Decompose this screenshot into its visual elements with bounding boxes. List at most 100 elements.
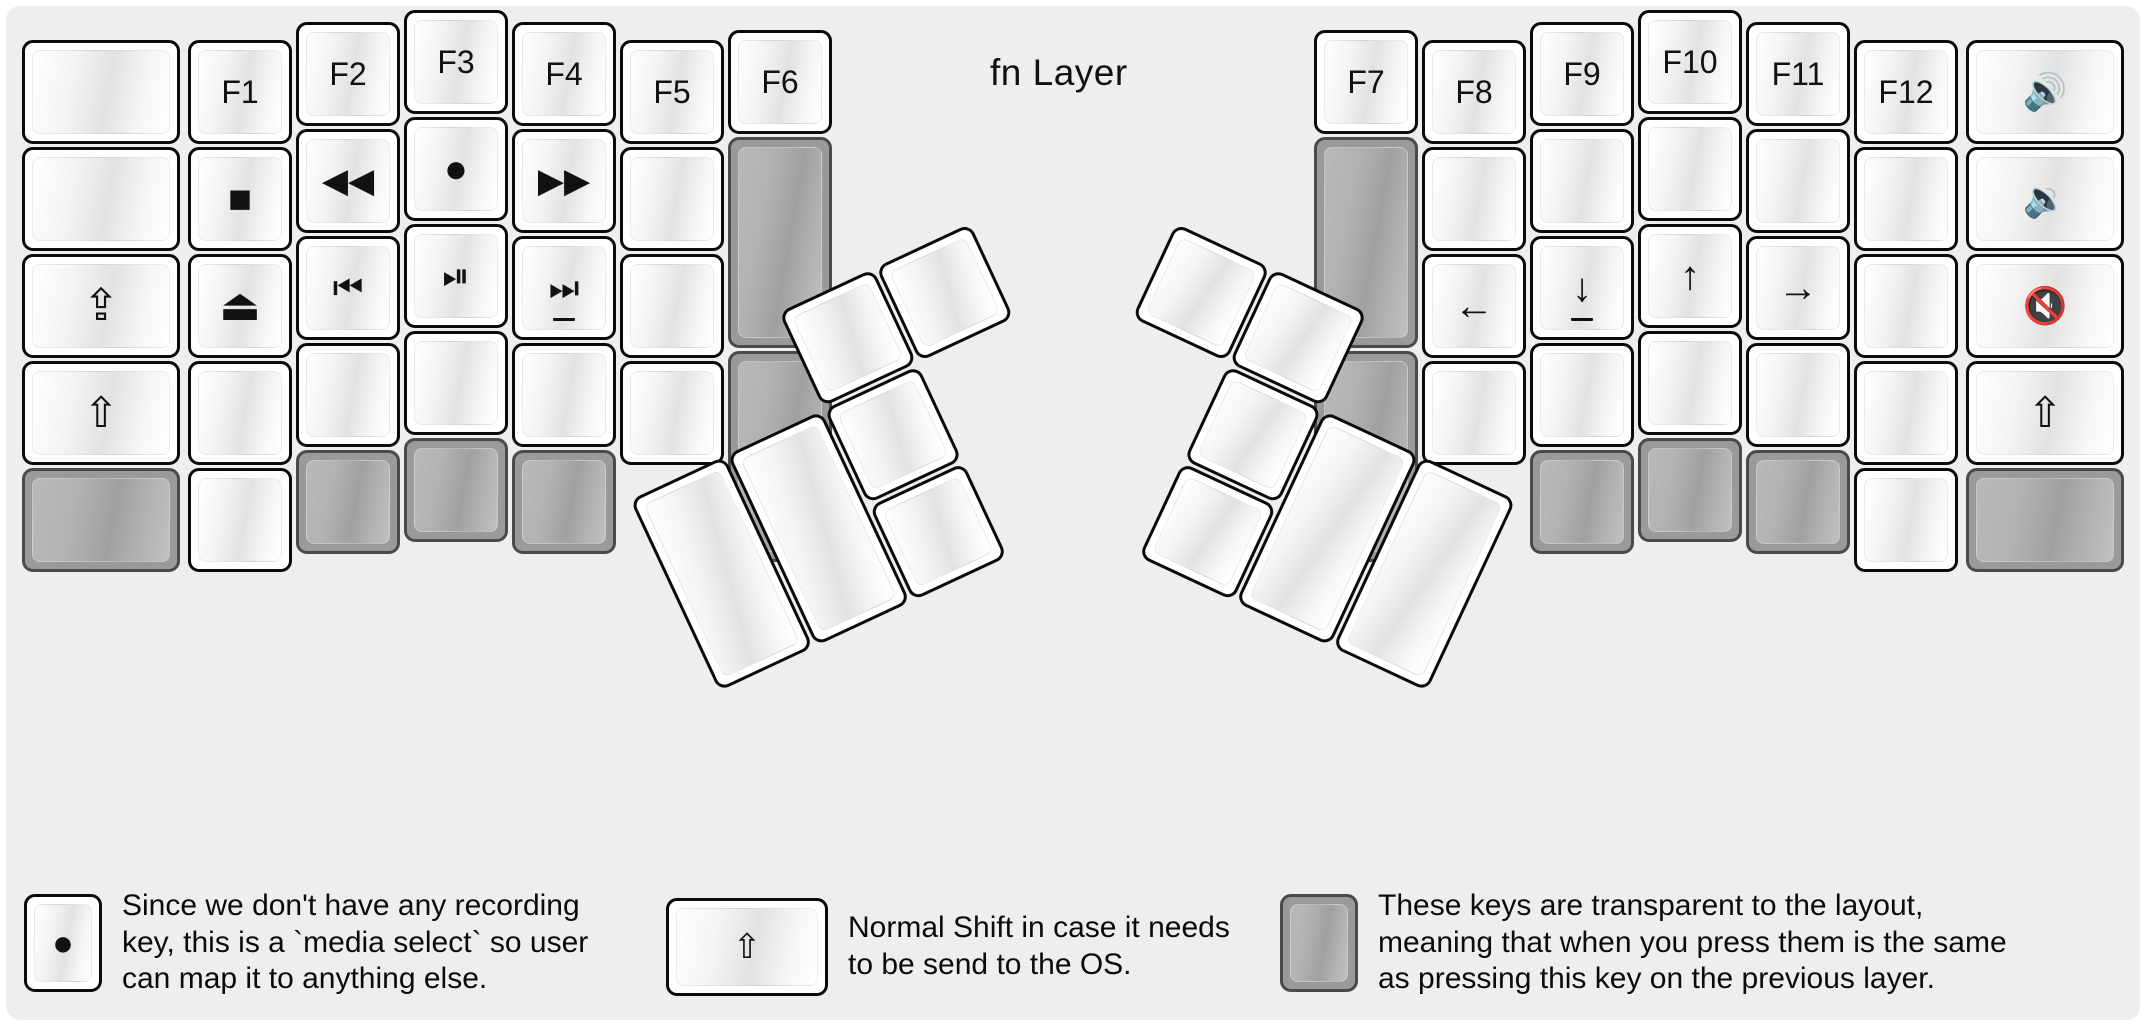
prev-track-icon: ⏮: [332, 269, 364, 307]
right-key-f11-4[interactable]: [1746, 450, 1850, 554]
right-key-f11-0[interactable]: F11: [1746, 22, 1850, 126]
right-key-f10-4[interactable]: [1638, 438, 1742, 542]
right-key-f10-3[interactable]: [1638, 331, 1742, 435]
volume-mute-icon: 🔇: [1976, 264, 2114, 348]
left-key-f2-0[interactable]: F2: [296, 22, 400, 126]
legend-shift-cap-wrap: ⇧: [666, 898, 828, 996]
left-key-f2-1[interactable]: ◀◀: [296, 129, 400, 233]
left-key-f3-4[interactable]: [404, 438, 508, 542]
right-key-f10-2[interactable]: ↑: [1638, 224, 1742, 328]
right-key-f7-0[interactable]: F7: [1314, 30, 1418, 134]
key-blank-face: [888, 236, 1001, 349]
right-key-f7-1[interactable]: [1314, 137, 1418, 348]
right-key-outer-right-0[interactable]: 🔊: [1966, 40, 2124, 144]
key-label-face: F6: [738, 40, 822, 124]
left-key-f6-0[interactable]: F6: [728, 30, 832, 134]
left-key-f1-0[interactable]: F1: [188, 40, 292, 144]
right-key-f9-1[interactable]: [1530, 129, 1634, 233]
right-key-f9-0[interactable]: F9: [1530, 22, 1634, 126]
left-key-f5-0[interactable]: F5: [620, 40, 724, 144]
stop-icon: ■: [198, 157, 282, 241]
left-key-f4-4[interactable]: [512, 450, 616, 554]
key-label: F8: [1455, 74, 1493, 110]
left-key-f1-2[interactable]: ⏏: [188, 254, 292, 358]
key-label-face: F9: [1540, 32, 1624, 116]
right-key-outer-right-1[interactable]: 🔉: [1966, 147, 2124, 251]
left-key-f5-1[interactable]: [620, 147, 724, 251]
right-key-f10-0[interactable]: F10: [1638, 10, 1742, 114]
left-key-f4-2[interactable]: ⏭: [512, 236, 616, 340]
left-key-f2-3[interactable]: [296, 343, 400, 447]
legend-record-cap: ●: [24, 893, 102, 992]
left-key-f3-0[interactable]: F3: [404, 10, 508, 114]
key-blank-face: [630, 157, 714, 241]
left-key-f1-3[interactable]: [188, 361, 292, 465]
right-key-f9-2[interactable]: ↓: [1530, 236, 1634, 340]
key-blank-face: [306, 460, 390, 544]
right-key-f12-2[interactable]: [1854, 254, 1958, 358]
right-key-f12-4[interactable]: [1854, 468, 1958, 572]
left-key-f2-4[interactable]: [296, 450, 400, 554]
key-blank-face: [198, 371, 282, 455]
right-key-f8-3[interactable]: [1422, 361, 1526, 465]
left-key-f5-2[interactable]: [620, 254, 724, 358]
left-key-f2-2[interactable]: ⏮: [296, 236, 400, 340]
key-label-face: F10: [1648, 20, 1732, 104]
key-blank-face: [198, 478, 282, 562]
key-label-face: F4: [522, 32, 606, 116]
left-key-outer-left-2[interactable]: ⇪: [22, 254, 180, 358]
key-label: F11: [1771, 56, 1825, 92]
key-label-face: F3: [414, 20, 498, 104]
left-key-f4-3[interactable]: [512, 343, 616, 447]
key-blank-face: [1648, 341, 1732, 425]
key-label: F10: [1662, 44, 1718, 80]
right-key-f8-2[interactable]: ←: [1422, 254, 1526, 358]
key-blank-face: [630, 371, 714, 455]
legend-shift-text: Normal Shift in case it needs to be send…: [848, 911, 1230, 981]
right-key-f12-1[interactable]: [1854, 147, 1958, 251]
key-blank-face: [1864, 157, 1948, 241]
right-key-f8-1[interactable]: [1422, 147, 1526, 251]
right-key-f12-3[interactable]: [1854, 361, 1958, 465]
key-sub-marker: [553, 318, 575, 321]
right-key-f11-3[interactable]: [1746, 343, 1850, 447]
left-key-f3-3[interactable]: [404, 331, 508, 435]
legend-transparent-cap-wrap: [1280, 893, 1358, 992]
right-key-outer-right-2[interactable]: 🔇: [1966, 254, 2124, 358]
right-key-f10-1[interactable]: [1638, 117, 1742, 221]
play-pause-icon: ⏯: [414, 234, 498, 318]
volume-up-icon: 🔊: [1976, 50, 2114, 134]
left-key-f1-4[interactable]: [188, 468, 292, 572]
left-key-f5-3[interactable]: [620, 361, 724, 465]
left-key-f3-1[interactable]: ●: [404, 117, 508, 221]
key-blank-face: [1432, 157, 1516, 241]
left-key-outer-left-3[interactable]: ⇧: [22, 361, 180, 465]
right-key-f9-4[interactable]: [1530, 450, 1634, 554]
left-key-f3-2[interactable]: ⏯: [404, 224, 508, 328]
left-key-outer-left-0[interactable]: [22, 40, 180, 144]
right-key-f12-0[interactable]: F12: [1854, 40, 1958, 144]
right-key-f11-2[interactable]: →: [1746, 236, 1850, 340]
left-key-f1-1[interactable]: ■: [188, 147, 292, 251]
right-key-outer-right-4[interactable]: [1966, 468, 2124, 572]
left-key-f4-0[interactable]: F4: [512, 22, 616, 126]
left-key-outer-left-4[interactable]: [22, 468, 180, 572]
right-key-f9-3[interactable]: [1530, 343, 1634, 447]
left-key-outer-left-1[interactable]: [22, 147, 180, 251]
right-key-f11-1[interactable]: [1746, 129, 1850, 233]
rewind-icon: ◀◀: [321, 162, 375, 200]
caps-lock-icon: ⇪: [32, 264, 170, 348]
right-key-outer-right-3[interactable]: ⇧: [1966, 361, 2124, 465]
volume-down-icon: 🔉: [2022, 178, 2068, 219]
arrow-left-icon: ←: [1454, 284, 1494, 328]
key-blank-face: [1197, 378, 1309, 491]
left-key-f6-1[interactable]: [728, 137, 832, 348]
key-blank-face: [1756, 460, 1840, 544]
left-key-f4-1[interactable]: ▶▶: [512, 129, 616, 233]
key-label: F5: [653, 74, 691, 110]
key-blank-face: [522, 353, 606, 437]
right-key-f8-0[interactable]: F8: [1422, 40, 1526, 144]
key-blank-face: [414, 341, 498, 425]
key-label: F3: [437, 44, 475, 80]
